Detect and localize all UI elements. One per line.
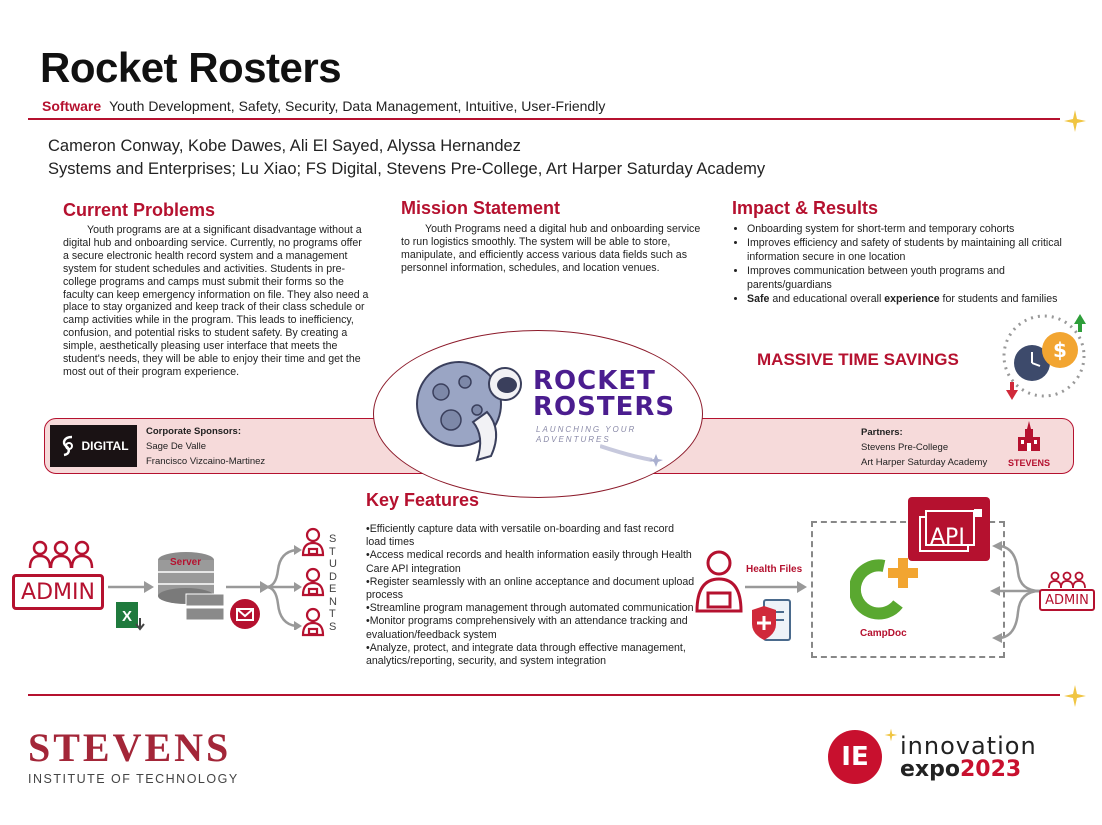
logo-line1: ROCKET — [533, 366, 656, 396]
partner-name: Stevens Pre-College — [861, 442, 949, 453]
impact-item: Onboarding system for short-term and tem… — [747, 223, 1075, 236]
admin-label-box-right: ADMIN — [1039, 589, 1095, 611]
fs-logo-text: DIGITAL — [81, 439, 129, 453]
branch-arrows-icon — [266, 545, 302, 630]
admin-label: ADMIN — [21, 579, 95, 605]
campdoc-label: CampDoc — [860, 628, 907, 639]
bidirectional-arrows-icon — [990, 541, 1040, 643]
medical-clipboard-icon — [752, 599, 791, 641]
ie-badge: IE — [828, 730, 882, 784]
author-names: Cameron Conway, Kobe Dawes, Ali El Sayed… — [48, 137, 521, 155]
innovation-expo-logo: IE innovation expo2023 — [828, 728, 1082, 786]
mail-icon — [230, 599, 260, 629]
sponsor-name: Sage De Valle — [146, 441, 207, 452]
students-label: STUDENTS — [329, 533, 337, 633]
api-label: API — [930, 525, 965, 550]
arrow-right-icon — [745, 581, 807, 593]
feature-item: •Monitor programs comprehensively with a… — [366, 615, 688, 641]
arrow-right-icon — [108, 581, 154, 593]
expo-line2: expo2023 — [900, 757, 1022, 782]
author-affiliations: Systems and Enterprises; Lu Xiao; FS Dig… — [48, 160, 766, 178]
current-problems-body: Youth programs are at a significant disa… — [63, 224, 369, 378]
current-problems-heading: Current Problems — [63, 200, 216, 220]
sponsors-heading: Corporate Sponsors: — [146, 426, 242, 437]
key-features-heading: Key Features — [366, 490, 480, 510]
impact-item: Improves communication between youth pro… — [747, 265, 1075, 292]
health-files-label: Health Files — [746, 564, 803, 575]
partners-heading: Partners: — [861, 427, 903, 438]
time-savings-label: MASSIVE TIME SAVINGS — [757, 350, 959, 369]
impact-heading: Impact & Results — [732, 198, 879, 218]
keyword-line: Software Youth Development, Safety, Secur… — [42, 98, 605, 114]
keywords: Youth Development, Safety, Security, Dat… — [109, 98, 606, 114]
mission-heading: Mission Statement — [401, 198, 561, 218]
sparkle-icon — [1064, 110, 1086, 132]
sponsors-block: Corporate Sponsors: Sage De Valle Franci… — [146, 424, 265, 469]
admin-label-box: ADMIN — [12, 574, 104, 610]
mission-body: Youth Programs need a digital hub and on… — [401, 223, 701, 274]
castle-icon — [1018, 421, 1040, 451]
impact-list: Onboarding system for short-term and tem… — [733, 223, 1075, 307]
logo-wordmark: ROCKET ROSTERS — [533, 368, 675, 420]
stevens-partner-logo: STEVENS — [1002, 421, 1056, 468]
impact-bold-safe: Safe — [747, 293, 770, 306]
campdoc-icon — [850, 558, 918, 620]
student-icons — [301, 527, 325, 637]
impact-item: Safe and educational overall experience … — [747, 293, 1075, 306]
feature-item: •Analyze, protect, and integrate data th… — [366, 641, 686, 668]
impact-bold-experience: experience — [884, 293, 940, 306]
feature-item: •Streamline program management through a… — [366, 602, 694, 615]
arrow-right-icon — [226, 581, 270, 593]
category-label: Software — [42, 98, 102, 114]
admin-label: ADMIN — [1045, 592, 1089, 608]
stevens-logo: STEVENS INSTITUTE OF TECHNOLOGY — [28, 725, 239, 787]
excel-icon: X — [116, 602, 145, 631]
impact-item: Improves efficiency and safety of studen… — [747, 237, 1075, 264]
svg-text:X: X — [122, 608, 132, 625]
feature-item: •Efficiently capture data with versatile… — [366, 523, 674, 549]
logo-tagline: LAUNCHING YOUR ADVENTURES — [536, 425, 637, 444]
feature-item: •Register seamlessly with an online acce… — [366, 575, 695, 602]
api-box: API — [908, 497, 990, 561]
partners-block: Partners: Stevens Pre-College Art Harper… — [861, 425, 987, 470]
stevens-partner-text: STEVENS — [1007, 458, 1050, 468]
svg-text:$: $ — [1053, 338, 1067, 362]
authors-block: Cameron Conway, Kobe Dawes, Ali El Sayed… — [48, 135, 765, 181]
poster-title: Rocket Rosters — [40, 44, 342, 91]
footer-divider — [28, 694, 1060, 696]
admin-group-icon — [28, 540, 94, 569]
sponsor-name: Francisco Vizcaino-Martinez — [146, 456, 266, 467]
fs-digital-logo: DIGITAL — [50, 425, 137, 467]
fs-logo-icon — [63, 435, 74, 457]
admin-group-icon — [1048, 571, 1086, 589]
header-divider — [28, 118, 1060, 120]
sparkle-icon — [1064, 685, 1086, 707]
ie-text: IE — [841, 742, 869, 772]
partner-name: Art Harper Saturday Academy — [861, 457, 988, 468]
shooting-star-icon — [600, 444, 663, 467]
api-window-icon — [919, 509, 982, 552]
astronaut-icon — [416, 361, 522, 462]
patient-icon — [695, 550, 743, 613]
stevens-wordmark: STEVENS — [28, 725, 232, 770]
stevens-subtitle: INSTITUTE OF TECHNOLOGY — [28, 772, 239, 786]
server-icon — [158, 552, 225, 621]
server-label: Server — [170, 557, 202, 568]
clock-coin-icon: $ — [1002, 314, 1086, 400]
key-features-list: •Efficiently capture data with versatile… — [366, 523, 696, 668]
sparkle-small-icon — [884, 728, 898, 742]
logo-line2: ROSTERS — [533, 392, 676, 422]
expo-line1: innovation — [900, 732, 1037, 760]
feature-item: •Access medical records and health infor… — [366, 549, 692, 575]
